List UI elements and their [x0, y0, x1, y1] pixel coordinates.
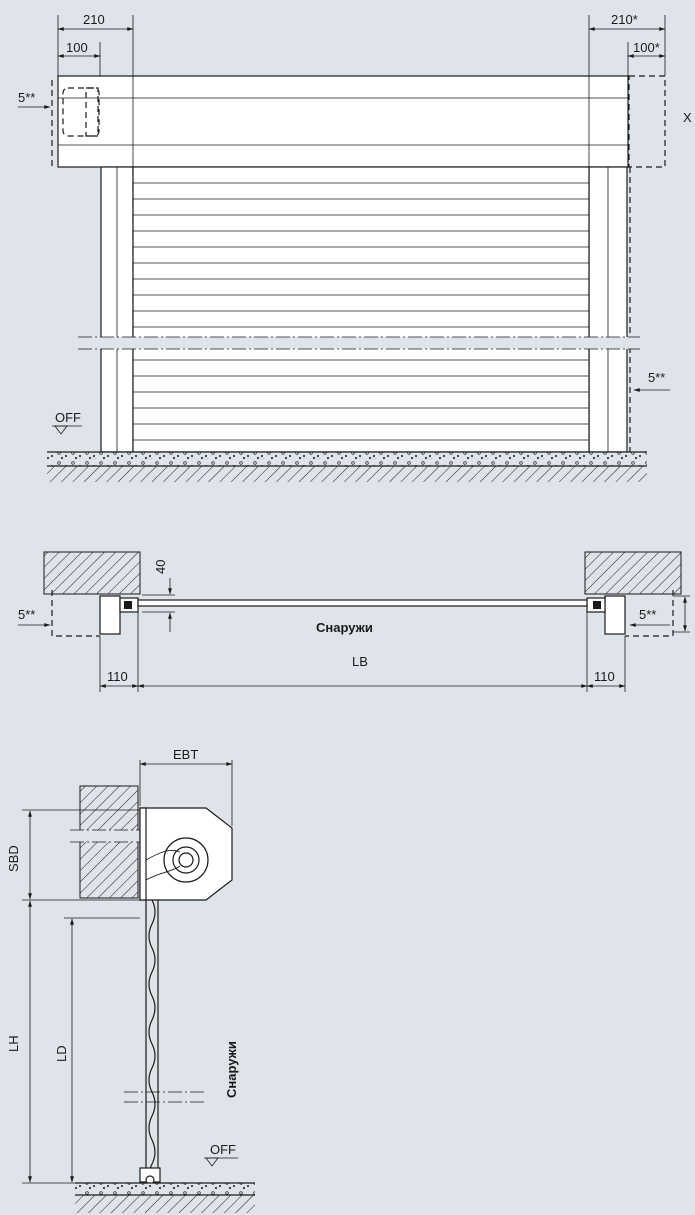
section-view: OFF EBT SBD LH LD Снаружи: [6, 747, 255, 1213]
dim-5-plan-left: 5**: [18, 607, 35, 622]
dim-110-left: 110: [107, 669, 128, 684]
wall-left: [43, 551, 141, 595]
floor-hatch-section: [75, 1195, 255, 1213]
floor-gravel: [47, 452, 647, 466]
off-label-section: OFF: [210, 1142, 236, 1157]
curtain-plan: [137, 599, 588, 607]
roller-box: [57, 75, 629, 168]
dim-5-left: 5**: [18, 90, 35, 105]
curtain: [132, 166, 590, 453]
dim-210-left: 210: [83, 12, 105, 27]
side-extension-outline: [628, 75, 666, 168]
dim-ld: LD: [54, 1045, 69, 1062]
front-view: OFF 210 100 210* 100* 5** 5** X: [18, 12, 692, 482]
dim-sbd: SBD: [6, 845, 21, 872]
dim-lb: LB: [352, 654, 368, 669]
floor-gravel-section: [75, 1183, 255, 1195]
dim-100-left: 100: [66, 40, 88, 55]
curtain-section: [148, 899, 156, 1189]
dim-x: X: [683, 110, 692, 125]
off-label: OFF: [55, 410, 81, 425]
dim-5-plan-right: 5**: [639, 607, 656, 622]
dim-210-right: 210*: [611, 12, 638, 27]
outside-label-section: Снаружи: [224, 1041, 239, 1098]
dim-5-right: 5**: [648, 370, 665, 385]
dim-ebt: EBT: [173, 747, 198, 762]
wall-right: [584, 551, 682, 595]
curtain-slats: [133, 182, 589, 441]
floor-hatch: [47, 466, 647, 482]
dim-110-right: 110: [594, 669, 615, 684]
dim-100-right: 100*: [633, 40, 660, 55]
plan-view: 40 5** 5** Снаружи 110 110 LB: [18, 551, 690, 692]
outside-label-plan: Снаружи: [316, 620, 373, 635]
motor-outline: [62, 87, 100, 137]
dim-lh: LH: [6, 1035, 21, 1052]
dim-40: 40: [153, 560, 168, 574]
